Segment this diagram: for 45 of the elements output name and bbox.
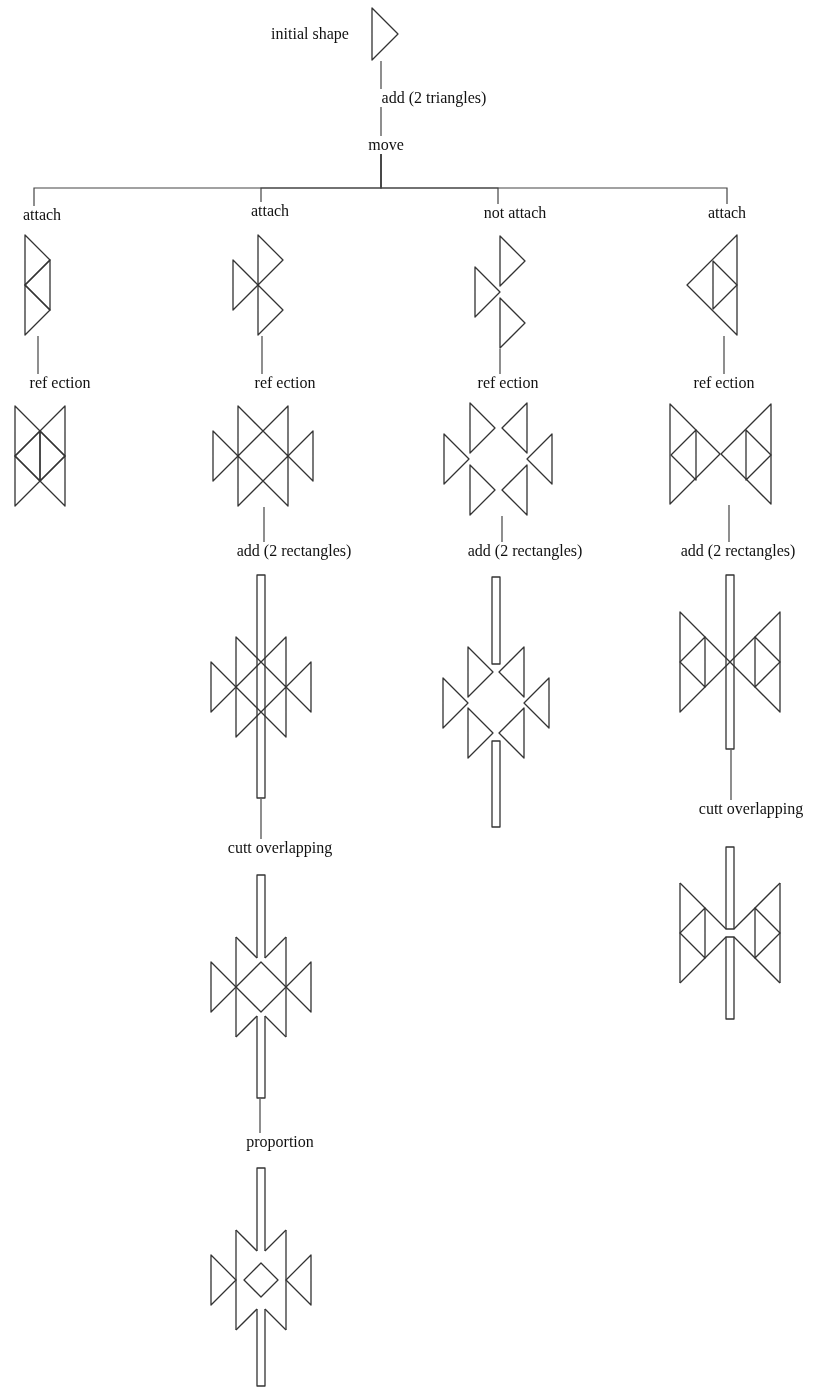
pattern-drawing: [679, 574, 781, 750]
step-label: proportion: [245, 1133, 315, 1151]
step-label: attach: [706, 204, 748, 222]
connector-line: [499, 348, 501, 375]
pattern-drawing: [14, 405, 66, 507]
connector-line: [261, 335, 263, 375]
triangle-shape: [371, 7, 399, 61]
pattern-drawing: [679, 846, 781, 1020]
step-label: not attach: [482, 204, 548, 222]
pattern-drawing: [232, 234, 284, 336]
pattern-drawing: [442, 576, 550, 828]
connector-line: [728, 504, 730, 543]
step-label: add (2 triangles): [380, 89, 488, 107]
pattern-drawing: [212, 405, 314, 507]
step-label: add (2 rectangles): [679, 542, 797, 560]
pattern-drawing: [24, 234, 51, 336]
connector-line: [263, 506, 265, 543]
step-label: move: [367, 136, 405, 154]
connector-line: [37, 335, 39, 375]
step-label: cutt overlapping: [697, 800, 805, 818]
step-label: attach: [21, 206, 63, 224]
step-label: ref ection: [692, 374, 756, 392]
pattern-drawing: [474, 235, 526, 349]
connector-line: [723, 335, 725, 375]
step-label: ref ection: [476, 374, 540, 392]
pattern-drawing: [686, 234, 738, 336]
connector-line: [380, 60, 382, 90]
shape-caption: initial shape: [270, 25, 350, 43]
connector-line: [730, 749, 732, 801]
step-label: ref ection: [253, 374, 317, 392]
connector-line: [259, 1098, 261, 1134]
connector-line: [380, 153, 728, 205]
pattern-drawing: [443, 402, 553, 516]
step-label: attach: [249, 202, 291, 220]
connector-line: [260, 798, 262, 840]
step-label: ref ection: [28, 374, 92, 392]
connector-line: [501, 515, 503, 543]
connector-line: [380, 106, 382, 137]
pattern-drawing: [210, 574, 312, 799]
step-label: add (2 rectangles): [235, 542, 353, 560]
pattern-drawing: [669, 403, 772, 505]
pattern-drawing: [210, 874, 312, 1099]
step-label: cutt overlapping: [226, 839, 334, 857]
pattern-drawing: [210, 1167, 312, 1387]
step-label: add (2 rectangles): [466, 542, 584, 560]
